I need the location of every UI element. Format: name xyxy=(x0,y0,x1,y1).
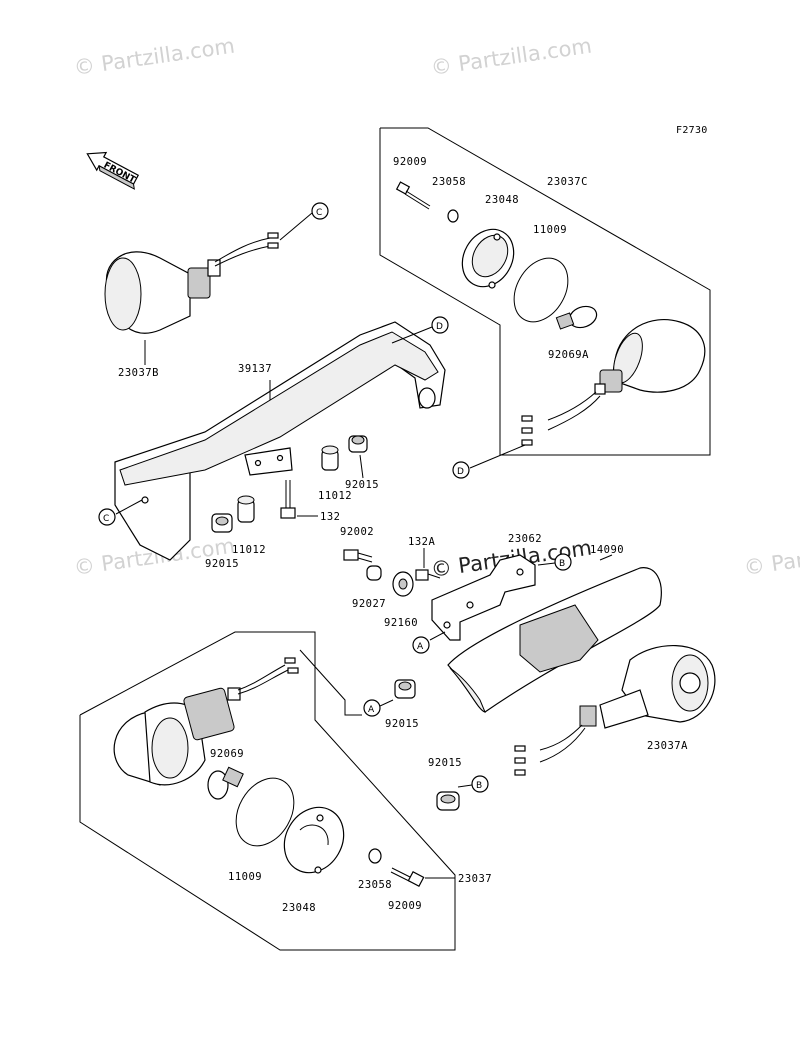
label-92015-left: 92015 xyxy=(205,558,239,570)
label-11012-left: 11012 xyxy=(232,544,266,556)
callout-A-lower-label: A xyxy=(368,705,375,715)
callout-D-top xyxy=(431,316,449,334)
label-23048-bottom: 23048 xyxy=(282,902,316,914)
callout-C-left-label: C xyxy=(103,514,109,524)
lens-23048-top xyxy=(461,228,515,289)
callout-C-top xyxy=(311,202,329,220)
label-23037A: 23037A xyxy=(647,740,688,752)
figure-ref: F2730 xyxy=(676,125,708,136)
callout-A-mid-label: A xyxy=(417,642,424,652)
grommet-92160 xyxy=(392,571,414,597)
label-23037B: 23037B xyxy=(118,367,159,379)
fender-14090 xyxy=(447,567,662,713)
callout-D-top-label: D xyxy=(436,322,443,332)
bracket-39137 xyxy=(114,321,446,561)
label-92002: 92002 xyxy=(340,526,374,538)
nut-92015-left xyxy=(211,513,233,533)
bolt-132 xyxy=(280,480,296,519)
label-39137: 39137 xyxy=(238,363,272,375)
collar-11012-left xyxy=(237,495,255,523)
callout-A-mid xyxy=(412,636,430,654)
washer-23058-bottom xyxy=(368,848,382,864)
gasket-11009-bottom xyxy=(235,777,295,847)
screw-92009-bottom xyxy=(390,867,425,888)
label-92027: 92027 xyxy=(352,598,386,610)
label-92069: 92069 xyxy=(210,748,244,760)
label-92009-top: 92009 xyxy=(393,156,427,168)
label-23048-top: 23048 xyxy=(485,194,519,206)
label-14090: 14090 xyxy=(590,544,624,556)
label-92160: 92160 xyxy=(384,617,418,629)
washer-23058-top xyxy=(447,209,459,223)
screw-92009-top xyxy=(395,181,431,210)
label-92069A: 92069A xyxy=(548,349,589,361)
callout-D-lower-label: D xyxy=(457,467,464,477)
callout-B-lower-label: B xyxy=(476,781,482,791)
nut-92015-lower xyxy=(436,791,460,811)
label-23037: 23037 xyxy=(458,873,492,885)
callout-B-top-label: B xyxy=(559,559,565,569)
label-132A: 132A xyxy=(408,536,435,548)
callout-D-lower xyxy=(452,461,470,479)
label-92015-mid: 92015 xyxy=(385,718,419,730)
bulb-92069 xyxy=(207,766,244,800)
label-11012-right: 11012 xyxy=(318,490,352,502)
lens-23048-bottom xyxy=(283,806,345,874)
callout-B-top xyxy=(554,553,572,571)
label-23037C: 23037C xyxy=(547,176,588,188)
label-23062: 23062 xyxy=(508,533,542,545)
collar-92027 xyxy=(366,565,382,581)
label-92015-right: 92015 xyxy=(345,479,379,491)
turn-signal-housing-lower-left xyxy=(113,657,299,786)
label-11009-bottom: 11009 xyxy=(228,871,262,883)
frame-lower-left xyxy=(79,631,456,951)
watermark-2: © Partzilla.com xyxy=(429,34,593,80)
label-132: 132 xyxy=(320,511,340,523)
callout-B-lower xyxy=(471,775,489,793)
bolt-92002 xyxy=(343,549,373,563)
callout-A-lower xyxy=(363,699,381,717)
collar-11012-right xyxy=(321,445,339,471)
bulb-92069A xyxy=(555,305,598,330)
callout-C-top-label: C xyxy=(316,208,322,218)
watermark-1: © Partzilla.com xyxy=(72,34,236,80)
label-92015-lower: 92015 xyxy=(428,757,462,769)
label-92009-bottom: 92009 xyxy=(388,900,422,912)
watermark-4: © Partzilla.com xyxy=(742,534,800,580)
frame-upper-right xyxy=(379,127,711,456)
front-arrow-icon: FRONT xyxy=(86,151,140,190)
turn-signal-housing-top-right xyxy=(521,319,706,446)
label-23058-top: 23058 xyxy=(432,176,466,188)
callout-C-left xyxy=(98,508,116,526)
label-11009-top: 11009 xyxy=(533,224,567,236)
bolt-132A xyxy=(415,569,441,581)
bracket-23062 xyxy=(431,554,536,641)
nut-92015-mid xyxy=(394,679,416,699)
nut-92015-right xyxy=(348,435,368,453)
gasket-11009-top xyxy=(513,257,569,323)
turn-signal-23037A xyxy=(514,644,716,776)
turn-signal-23037B xyxy=(104,212,313,334)
label-23058-bottom: 23058 xyxy=(358,879,392,891)
